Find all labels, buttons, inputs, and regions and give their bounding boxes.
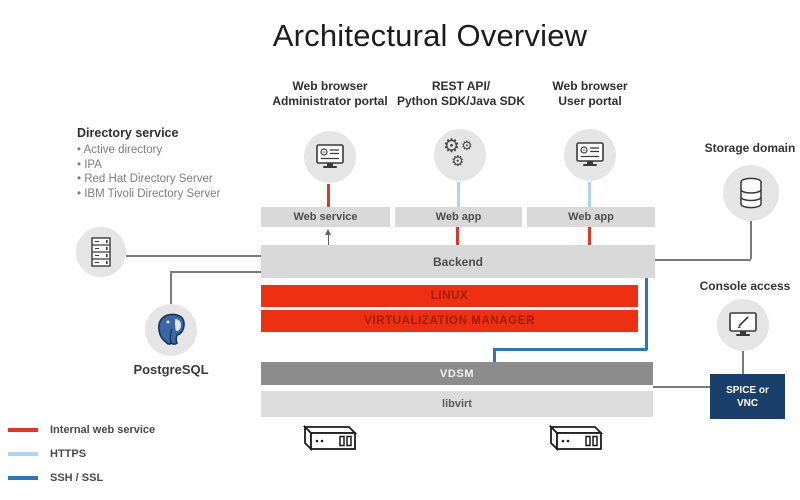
user-portal-label: Web browser User portal	[510, 79, 670, 109]
conn-postgres-backend-h	[170, 271, 261, 273]
conn-backend-vdsm-ssh-v2	[493, 348, 496, 362]
directory-service-item: • IPA	[77, 158, 102, 171]
legend-item-https: HTTPS	[8, 448, 228, 460]
linux-bar-label: LINUX	[430, 290, 469, 302]
admin-portal-label: Web browser Administrator portal	[245, 79, 415, 109]
gears-icon: ⚙ ⚙ ⚙	[443, 135, 473, 170]
conn-directory-backend	[126, 255, 261, 257]
virtualization-manager-bar: VIRTUALIZATION MANAGER	[261, 310, 638, 332]
conn-storage-backend-h	[655, 259, 751, 261]
directory-service-block: Directory service • Active directory • I…	[77, 126, 233, 201]
directory-service-item: • IBM Tivoli Directory Server	[77, 187, 221, 200]
legend-swatch-ssh-ssl	[8, 475, 38, 481]
directory-server-circle	[76, 227, 126, 277]
rest-api-circle: ⚙ ⚙ ⚙	[434, 129, 486, 181]
host-server-icon	[297, 424, 357, 452]
conn-console-spice	[742, 351, 744, 374]
console-access-circle	[717, 299, 769, 351]
spice-vnc-box: SPICE or VNC	[710, 374, 785, 419]
user-portal-label-line1: Web browser	[552, 79, 628, 93]
spice-vnc-label-line2: VNC	[736, 397, 759, 409]
directory-service-item: • Red Hat Directory Server	[77, 173, 213, 185]
web-service-bar: Web service	[261, 207, 390, 227]
web-app-bar-2: Web app	[527, 207, 655, 227]
web-app-bar-1-label: Web app	[435, 211, 482, 223]
legend-item-ssh-ssl: SSH / SSL	[8, 472, 228, 484]
conn-webapp2-backend	[588, 227, 591, 245]
storage-domain-circle	[723, 165, 779, 221]
libvirt-bar-label: libvirt	[442, 398, 472, 410]
legend-label: SSH / SSL	[50, 472, 104, 484]
conn-backend-vdsm-ssh-v1	[645, 278, 648, 350]
vdsm-bar-label: VDSM	[439, 367, 475, 380]
rest-api-label-line2: Python SDK/Java SDK	[396, 94, 526, 108]
backend-bar-label: Backend	[432, 254, 484, 269]
legend: Internal web service HTTPS SSH / SSL	[8, 424, 228, 484]
monitor-card-icon	[574, 141, 606, 169]
user-portal-circle	[564, 129, 616, 181]
libvirt-bar: libvirt	[261, 391, 653, 417]
storage-domain-label: Storage domain	[704, 141, 796, 155]
backend-bar: Backend	[261, 245, 655, 278]
conn-spice-libvirt	[653, 386, 710, 388]
console-access-label: Console access	[699, 279, 791, 293]
rack-server-icon	[89, 236, 113, 268]
legend-label: Internal web service	[50, 424, 156, 436]
host-server-icon	[543, 424, 603, 452]
legend-swatch-internal-web-service	[8, 427, 38, 433]
postgresql-elephant-icon	[155, 313, 187, 347]
postgresql-label: PostgreSQL	[133, 362, 209, 377]
virtualization-manager-bar-label: VIRTUALIZATION MANAGER	[364, 315, 535, 327]
rest-api-label: REST API/ Python SDK/Java SDK	[375, 79, 547, 109]
page-title: Architectural Overview	[272, 18, 588, 53]
admin-portal-circle	[304, 131, 356, 183]
directory-service-heading: Directory service	[77, 126, 179, 140]
user-portal-label-line2: User portal	[558, 94, 622, 108]
directory-service-item: • Active directory	[77, 144, 163, 156]
admin-portal-label-line2: Administrator portal	[272, 94, 388, 108]
legend-item-internal-web-service: Internal web service	[8, 424, 228, 436]
legend-label: HTTPS	[50, 448, 87, 460]
console-monitor-icon	[727, 311, 759, 339]
admin-portal-label-line1: Web browser	[292, 79, 368, 93]
web-app-bar-1: Web app	[395, 207, 522, 227]
linux-bar: LINUX	[261, 285, 638, 307]
web-app-bar-2-label: Web app	[568, 211, 614, 223]
legend-swatch-https	[8, 451, 38, 457]
monitor-card-icon	[314, 143, 346, 171]
database-icon	[737, 176, 765, 210]
conn-backend-webservice-arrow	[325, 229, 331, 246]
rest-api-label-line1: REST API/	[431, 79, 491, 93]
conn-admin-webservice	[327, 184, 330, 207]
conn-restapi-webapp	[457, 182, 460, 207]
web-service-bar-label: Web service	[293, 211, 358, 223]
postgresql-circle	[145, 304, 197, 356]
spice-vnc-label-line1: SPICE or	[726, 384, 769, 396]
conn-postgres-backend-v	[170, 271, 172, 304]
conn-backend-vdsm-ssh-h	[493, 348, 647, 351]
conn-webapp1-backend	[456, 227, 459, 245]
conn-storage-backend-v	[750, 221, 752, 259]
vdsm-bar: VDSM	[261, 362, 653, 385]
conn-user-webapp	[588, 182, 591, 207]
